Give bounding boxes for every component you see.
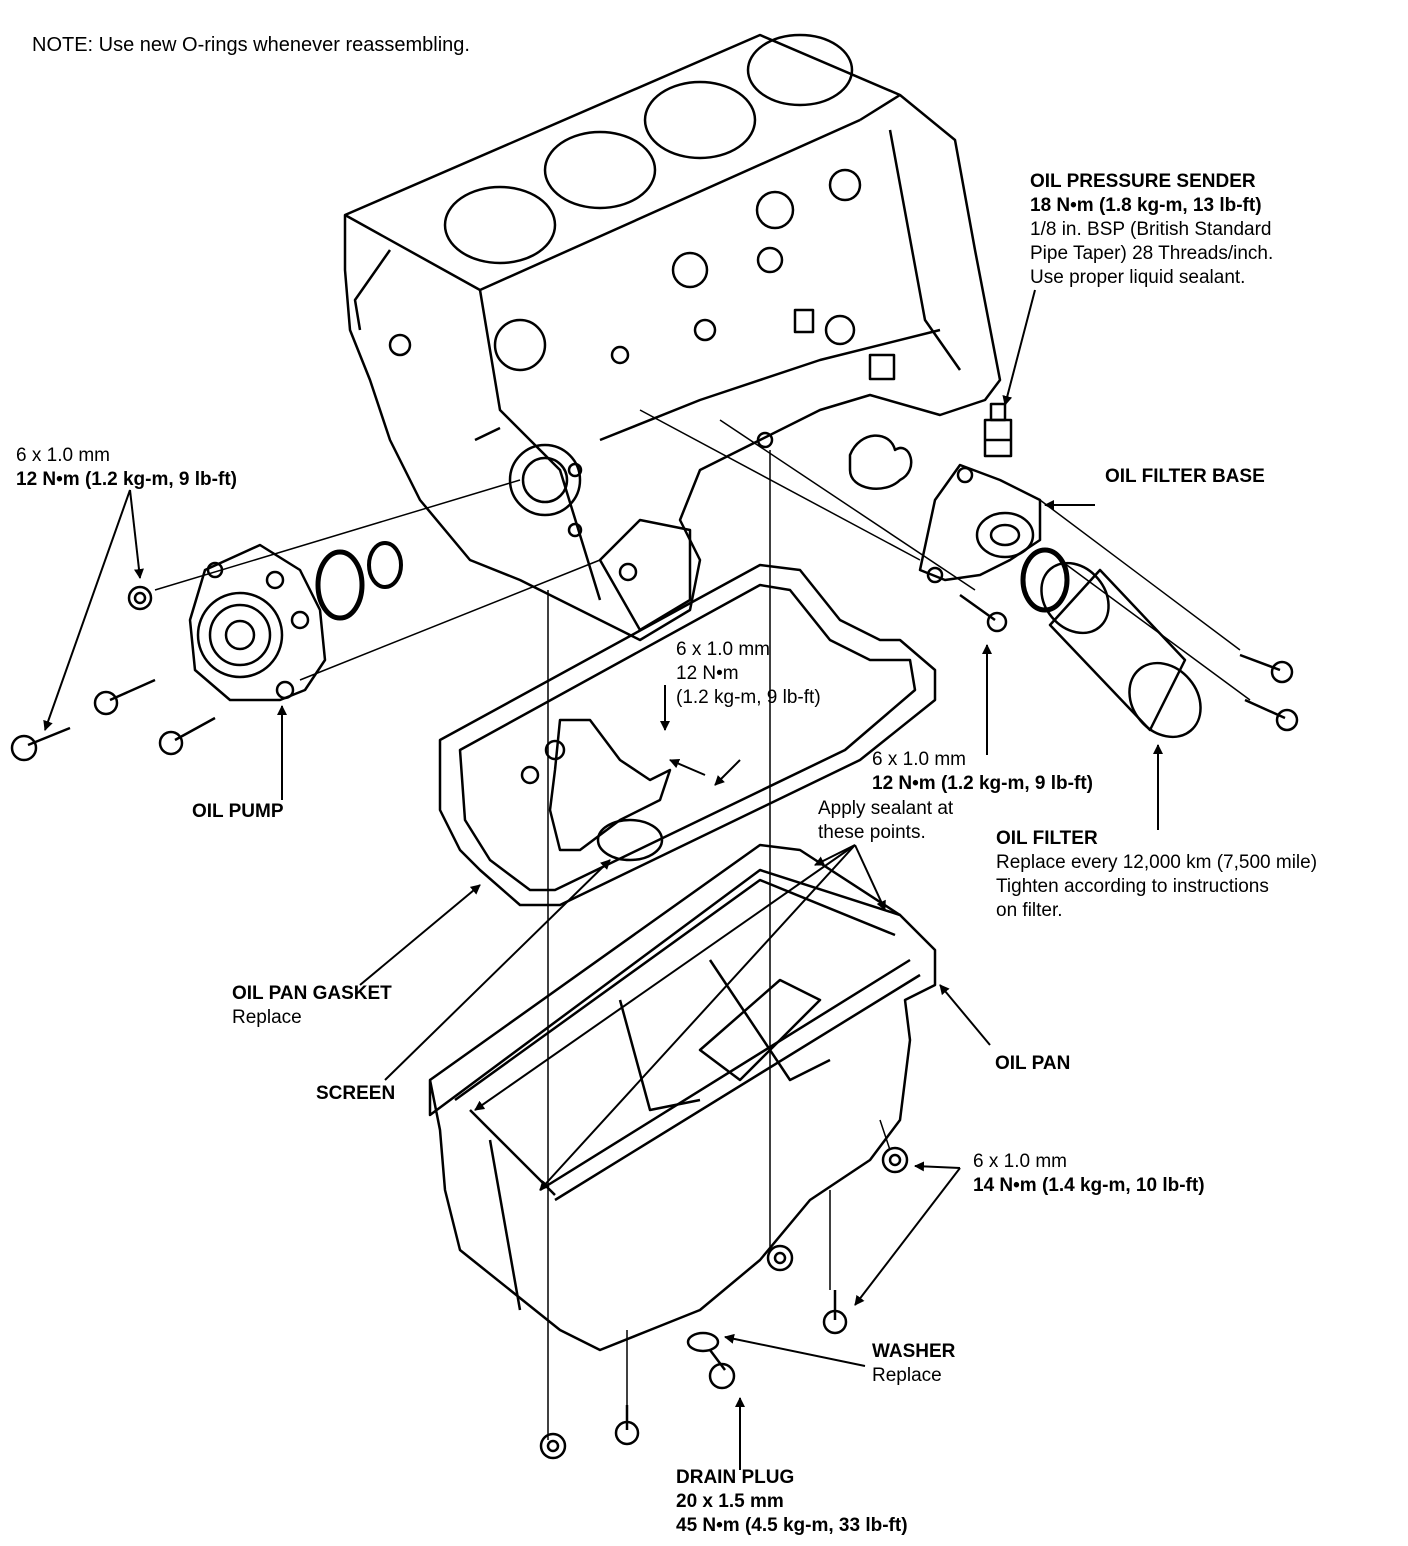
screen-label: SCREEN xyxy=(316,1083,396,1104)
pump-bolt xyxy=(158,716,216,756)
drain-plug xyxy=(708,1349,736,1390)
bolt-torque: 12 N•m (1.2 kg-m, 9 lb-ft) xyxy=(16,469,237,490)
bolt-torque: 12 N•m xyxy=(676,663,739,684)
note-text: NOTE: Use new O-rings whenever reassembl… xyxy=(32,34,470,56)
oil-pressure-sender-spec: 1/8 in. BSP (British Standard xyxy=(1030,219,1272,240)
drain-plug-torque: 45 N•m (4.5 kg-m, 33 lb-ft) xyxy=(676,1515,908,1536)
screen-bolt-spec: 6 x 1.0 mm 12 N•m (1.2 kg-m, 9 lb-ft) xyxy=(676,638,821,710)
oil-pan xyxy=(428,843,937,1352)
pan-bolt xyxy=(614,1405,640,1446)
filter-base-gasket xyxy=(848,434,913,490)
oil-pump-label: OIL PUMP xyxy=(192,801,284,822)
pan-bolt xyxy=(539,1432,567,1460)
bolt-size: 6 x 1.0 mm xyxy=(16,445,110,466)
bolt-torque-alt: (1.2 kg-m, 9 lb-ft) xyxy=(676,687,821,708)
oil-pressure-sender-label: OIL PRESSURE SENDER 18 N•m (1.8 kg-m, 13… xyxy=(1030,170,1273,290)
washer xyxy=(686,1331,720,1353)
drain-plug-size: 20 x 1.5 mm xyxy=(676,1491,784,1512)
bolt-torque: 12 N•m (1.2 kg-m, 9 lb-ft) xyxy=(872,773,1093,794)
bolt-size: 6 x 1.0 mm xyxy=(973,1151,1067,1172)
oil-pressure-sender-title: OIL PRESSURE SENDER xyxy=(1030,171,1256,192)
bolt-size: 6 x 1.0 mm xyxy=(872,749,966,770)
washer-title: WASHER xyxy=(872,1341,956,1362)
filter-bolt xyxy=(1244,698,1299,732)
alignment-lines xyxy=(154,409,1251,1440)
pan-bolt-spec: 6 x 1.0 mm 14 N•m (1.4 kg-m, 10 lb-ft) xyxy=(973,1150,1205,1198)
pump-o-ring-large xyxy=(315,549,365,621)
filter-base-bolt xyxy=(959,593,1008,633)
oil-filter-note: Replace every 12,000 km (7,500 mile) xyxy=(996,852,1318,873)
oil-filter-base xyxy=(918,463,1042,584)
oil-pan-gasket-sub: Replace xyxy=(232,1007,302,1028)
pump-bolt xyxy=(474,426,501,442)
pan-bolt xyxy=(822,1290,848,1335)
oil-pan-gasket-label: OIL PAN GASKET Replace xyxy=(232,982,392,1030)
filter-o-ring xyxy=(1020,547,1070,613)
oil-pressure-sender xyxy=(983,402,1013,458)
pan-bolt xyxy=(881,1146,909,1174)
oil-pan-gasket xyxy=(438,563,937,907)
pan-bolt xyxy=(766,1244,794,1272)
oil-filter-note: on filter. xyxy=(996,900,1063,921)
oil-pressure-sender-spec: Use proper liquid sealant. xyxy=(1030,267,1246,288)
sealant-line: Apply sealant at xyxy=(818,798,954,819)
oil-filter-title: OIL FILTER xyxy=(996,828,1098,849)
oil-filter xyxy=(1040,561,1202,739)
engine-block xyxy=(343,33,1002,642)
oil-pressure-sender-torque: 18 N•m (1.8 kg-m, 13 lb-ft) xyxy=(1030,195,1262,216)
sealant-note: Apply sealant at these points. xyxy=(818,797,953,845)
sealant-line: these points. xyxy=(818,822,926,843)
drain-plug-title: DRAIN PLUG xyxy=(676,1467,795,1488)
oil-screen xyxy=(520,718,672,862)
leader-arrows xyxy=(43,289,1163,1470)
oil-pressure-sender-spec: Pipe Taper) 28 Threads/inch. xyxy=(1030,243,1274,264)
filter-base-bolt-spec: 6 x 1.0 mm 12 N•m (1.2 kg-m, 9 lb-ft) xyxy=(872,748,1093,796)
pump-o-ring-small xyxy=(367,541,403,589)
bolt-size: 6 x 1.0 mm xyxy=(676,639,770,660)
oil-pump-bolt-spec: 6 x 1.0 mm 12 N•m (1.2 kg-m, 9 lb-ft) xyxy=(16,444,237,492)
bolt-torque: 14 N•m (1.4 kg-m, 10 lb-ft) xyxy=(973,1175,1205,1196)
drain-plug-label: DRAIN PLUG 20 x 1.5 mm 45 N•m (4.5 kg-m,… xyxy=(676,1466,908,1538)
oil-filter-note: Tighten according to instructions xyxy=(996,876,1269,897)
oil-pump xyxy=(188,543,327,702)
oil-pan-gasket-title: OIL PAN GASKET xyxy=(232,983,392,1004)
pump-bolt xyxy=(127,585,153,611)
washer-sub: Replace xyxy=(872,1365,942,1386)
pump-bolt xyxy=(93,678,156,716)
washer-label: WASHER Replace xyxy=(872,1340,955,1388)
oil-pan-label: OIL PAN xyxy=(995,1053,1071,1074)
oil-filter-base-label: OIL FILTER BASE xyxy=(1105,466,1265,487)
filter-bolt xyxy=(1239,653,1294,684)
oil-filter-label: OIL FILTER Replace every 12,000 km (7,50… xyxy=(996,827,1317,923)
pump-bolt xyxy=(10,726,71,762)
